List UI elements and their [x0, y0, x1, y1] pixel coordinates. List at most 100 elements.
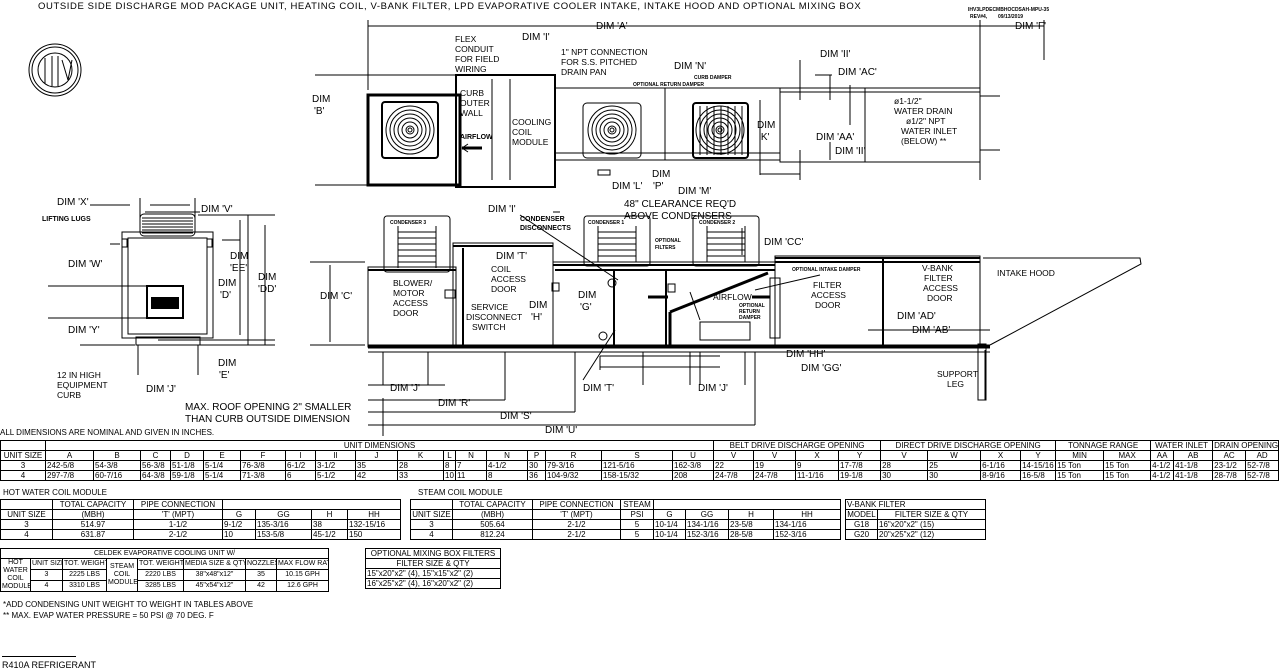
table-title: V-BANK FILTER: [845, 499, 986, 510]
table-cell: 79-3/16: [545, 460, 602, 471]
condenser-disconnects-label: CONDENSER: [520, 216, 565, 223]
cooling-coil-label: COOLING: [512, 117, 551, 127]
table-cell: 41-1/8: [1173, 470, 1214, 481]
table-cell: 59-1/8: [170, 470, 204, 481]
table-cell: 10-1/4: [653, 529, 686, 540]
steam-title: STEAM COIL MODULE: [418, 488, 503, 497]
table-cell: 6-1/16: [980, 460, 1022, 471]
column-header: I: [285, 450, 316, 461]
column-header: UNIT SIZE: [0, 509, 53, 520]
table-cell: 16"x20"x2" (15): [877, 519, 986, 530]
dim-h: 'H': [531, 312, 542, 323]
lifting-lugs-label: LIFTING LUGS: [42, 216, 91, 223]
column-header: MODEL: [845, 509, 878, 520]
dim-i: DIM 'I': [522, 32, 550, 43]
table-row: OPTIONAL MIXING BOX FILTERS: [365, 548, 501, 559]
fan-icon: [695, 105, 745, 155]
service-switch-label: DISCONNECT: [466, 312, 522, 322]
table-cell: 132-15/16: [347, 519, 401, 530]
curb-label: 12 IN HIGH: [57, 370, 101, 380]
table-cell: 52-7/8: [1245, 470, 1280, 481]
table-cell: 10: [443, 470, 456, 481]
water-inlet-label: (BELOW) **: [901, 136, 947, 146]
column-header: PSI: [620, 509, 654, 520]
column-header: A: [45, 450, 94, 461]
table-cell: 60-7/16: [93, 470, 141, 481]
column-header: G: [653, 509, 686, 520]
table-cell: 2-1/2: [532, 529, 621, 540]
condenser-2-label: CONDENSER 2: [699, 220, 735, 226]
table-cell: 631.87: [52, 529, 134, 540]
drawing-title: OUTSIDE SIDE DISCHARGE MOD PACKAGE UNIT,…: [38, 1, 861, 12]
return-damper-side-label: DAMPER: [739, 315, 761, 321]
dim-ab: DIM 'AB': [912, 325, 950, 336]
column-header: N: [455, 450, 487, 461]
dim-t-lower: DIM 'T': [583, 383, 614, 394]
table-cell: TOT. WEIGHT: [62, 558, 107, 570]
column-header: (MBH): [452, 509, 533, 520]
dim-dd: 'DD': [258, 284, 276, 295]
table-cell: 15 Ton: [1103, 460, 1152, 471]
table-cell: [653, 499, 841, 510]
group-header: [0, 440, 46, 451]
plan-view: [315, 20, 1045, 188]
dim-ee: DIM: [230, 251, 248, 262]
refrigerant-note: R410A REFRIGERANT: [2, 660, 97, 670]
table-cell: 54-3/8: [93, 460, 141, 471]
table-row: 16"x25"x2" (4), 16"x20"x2" (2): [365, 578, 501, 589]
column-header: (MBH): [52, 509, 134, 520]
dim-g: DIM: [578, 290, 596, 301]
table-cell: 30: [880, 470, 929, 481]
water-inlet-label: WATER INLET: [901, 126, 957, 136]
curb-wall-label: CURB: [460, 88, 484, 98]
npt-label: DRAIN PAN: [561, 67, 607, 77]
column-header: II: [315, 450, 356, 461]
column-header: AC: [1212, 450, 1247, 461]
drawing-labels: DIM 'A' DIM 'F' FLEX CONDUIT FOR FIELD W…: [42, 21, 1055, 436]
table-cell: 28: [880, 460, 929, 471]
table-cell: 30: [527, 460, 546, 471]
table-cell: 5-1/2: [315, 470, 356, 481]
table-cell: 2-1/2: [133, 529, 223, 540]
table-cell: 45"x54"x12": [183, 580, 246, 592]
flex-label: FOR FIELD: [455, 54, 499, 64]
group-header: BELT DRIVE DISCHARGE OPENING: [713, 440, 882, 451]
dim-f: DIM 'F': [1015, 21, 1046, 32]
drawing-id: IHV3LPDECMBHOCDSAH-MPU-35: [968, 7, 1049, 13]
water-inlet-label: ø1/2" NPT: [906, 116, 945, 126]
table-cell: 158-15/32: [601, 470, 673, 481]
npt-label: FOR S.S. PITCHED: [561, 57, 637, 67]
table-cell: 11: [455, 470, 487, 481]
max-roof-note: MAX. ROOF OPENING 2" SMALLER: [185, 402, 351, 413]
table-cell: 42: [245, 580, 277, 592]
dim-r: DIM 'R': [438, 398, 470, 409]
dim-ii: DIM 'II': [820, 49, 851, 60]
table-cell: 64-3/8: [140, 470, 171, 481]
table-cell: 6-1/2: [285, 460, 316, 471]
dim-d: DIM: [218, 278, 236, 289]
npt-label: 1" NPT CONNECTION: [561, 47, 647, 57]
table-cell: 20"x25"x2" (12): [877, 529, 986, 540]
table-cell: 28-7/8: [1212, 470, 1247, 481]
steam-label: STEAM COIL MODULE: [106, 558, 138, 592]
celdek-table: CELDEK EVAPORATIVE COOLING UNIT W/HOT WA…: [0, 548, 330, 592]
table-row: CELDEK EVAPORATIVE COOLING UNIT W/: [0, 548, 330, 559]
table-cell: 16"x25"x2" (4), 16"x20"x2" (2): [365, 578, 501, 589]
column-header: MEDIA SIZE & QTY: [183, 558, 246, 570]
return-damper-side-label: RETURN: [739, 309, 760, 315]
table-cell: 3285 LBS: [137, 580, 184, 592]
table-cell: TOTAL CAPACITY: [452, 499, 533, 510]
table-cell: UNIT SIZE: [30, 558, 63, 570]
table-cell: 14-15/16: [1020, 460, 1057, 471]
column-header: D: [170, 450, 204, 461]
column-header: S: [601, 450, 673, 461]
table-cell: 41-1/8: [1173, 460, 1214, 471]
table-cell: 152-3/16: [773, 529, 841, 540]
support-leg-label: SUPPORT: [937, 369, 978, 379]
clearance-label: 48" CLEARANCE REQ'D: [624, 199, 736, 210]
